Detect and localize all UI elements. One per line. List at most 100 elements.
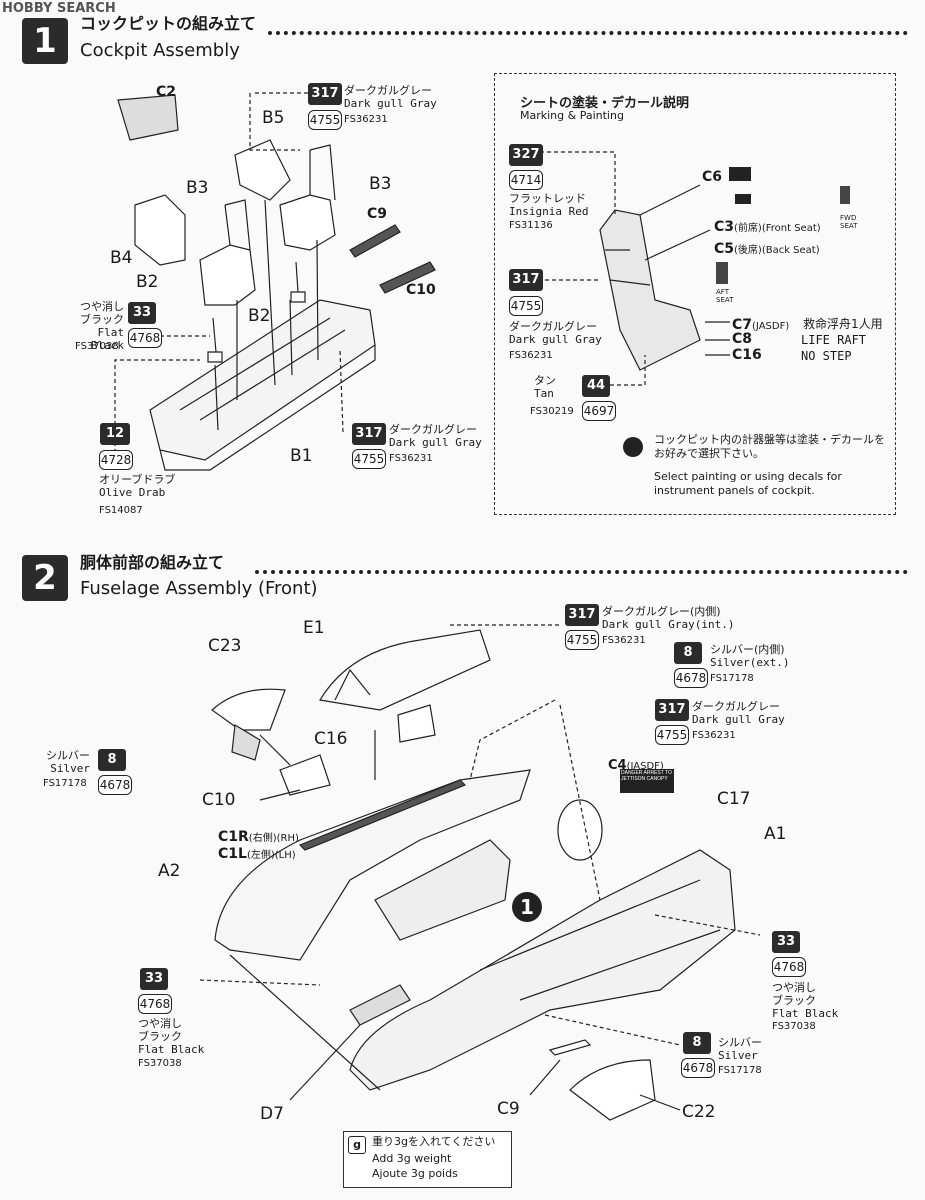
canopy-e1 (319, 629, 491, 711)
decal-fwd-text: FWD SEAT (840, 214, 858, 230)
fs-number: FS17178 (710, 673, 754, 684)
rail-c1 (298, 779, 467, 851)
stick-b2-left (207, 317, 223, 363)
color-code-badge: 8 (98, 749, 126, 771)
paint-number: 4697 (582, 401, 616, 421)
color-code-badge: 317 (509, 269, 543, 291)
label-c2: C2 (156, 84, 177, 100)
paint-number: 4755 (509, 296, 543, 316)
color-code-badge: 33 (772, 931, 800, 953)
paint-number: 4768 (138, 994, 172, 1014)
panel-c10 (379, 261, 436, 294)
step-number-2: 2 (22, 555, 68, 601)
decal-swatch (735, 194, 751, 204)
fs-number: FS36231 (344, 114, 388, 125)
step-1-title-en: Cockpit Assembly (80, 40, 240, 61)
fs-number: FS37038 (772, 1021, 816, 1032)
decal-aft-text: AFT SEAT (716, 288, 734, 304)
cockpit-note-jp: コックピット内の計器盤等は塗装・デカールを お好みで選択下さい。 (654, 433, 885, 460)
color-code-badge: 317 (352, 423, 386, 445)
decal-label-c16: C16 (732, 347, 762, 363)
color-code-badge: 317 (565, 604, 599, 626)
fs-number: FS37038 (138, 1058, 182, 1069)
label-b3-left: B3 (186, 178, 209, 198)
weight-note (343, 1131, 512, 1188)
decal-c4-canopy: DANGER ARREST TO JETTISON CANOPY (620, 769, 674, 793)
cockpit-note-en: Select painting or using decals for inst… (654, 470, 842, 497)
instrument-panel-c2 (117, 94, 179, 141)
part-c16-step2 (397, 704, 436, 743)
decal-swatch (729, 167, 751, 181)
color-code-badge: 8 (683, 1032, 711, 1054)
panel-c23 (211, 688, 286, 731)
marking-painting-panel (494, 73, 896, 515)
label-c1r: C1R(右側)(RH) (218, 829, 299, 845)
marking-title-en: Marking & Painting (520, 109, 624, 122)
color-code-badge: 33 (128, 302, 156, 324)
fs-number: FS36231 (602, 635, 646, 646)
fs-number: FS37038 (75, 341, 119, 352)
weight-note-jp: 重り3gを入れてください (372, 1135, 496, 1148)
color-code-badge: 44 (582, 375, 610, 397)
label-c9: C9 (367, 206, 388, 222)
paint-number: 4755 (352, 449, 386, 469)
label-b5: B5 (262, 108, 285, 128)
fuselage-a2 (214, 769, 531, 961)
decal-text-c16: NO STEP (801, 349, 852, 363)
label-c23: C23 (208, 636, 242, 656)
label-c10: C10 (202, 790, 236, 810)
panel-c17 (557, 799, 603, 861)
fs-number: FS17178 (43, 778, 87, 789)
header-rule (268, 31, 908, 35)
decal-label-c8: C8 (732, 331, 753, 347)
panel-c9 (349, 224, 401, 258)
paint-number: 4755 (308, 110, 342, 130)
fs-number: FS17178 (718, 1065, 762, 1076)
watermark-logo: HOBBY SEARCH (2, 1, 116, 16)
fs-number: FS31136 (509, 220, 553, 231)
paint-number: 4768 (128, 328, 162, 348)
label-c10: C10 (406, 282, 436, 298)
label-d7: D7 (260, 1104, 284, 1124)
paint-number: 4755 (655, 725, 689, 745)
weight-note-en: Add 3g weight (372, 1152, 452, 1165)
fs-number: FS36231 (389, 453, 433, 464)
paint-number: 4768 (772, 957, 806, 977)
label-b2-left: B2 (136, 272, 159, 292)
paint-number: 4678 (681, 1058, 715, 1078)
fs-number: FS36231 (509, 350, 553, 361)
paint-number: 4755 (565, 630, 599, 650)
cockpit-subassembly (374, 839, 511, 941)
label-b4: B4 (110, 248, 133, 268)
color-code-badge: 317 (308, 83, 342, 105)
label-c22: C22 (682, 1102, 716, 1122)
decal-swatch (840, 186, 850, 204)
fuselage-a1 (349, 849, 736, 1091)
part-d7 (349, 984, 411, 1026)
panel-c9-step2 (548, 1039, 592, 1056)
label-b2-right: B2 (248, 306, 271, 326)
panel-b4 (134, 194, 186, 266)
label-c1l: C1L(左側)(LH) (218, 846, 296, 862)
step-reference-1: 1 (512, 892, 542, 922)
color-code-badge: 12 (100, 423, 130, 445)
color-code-badge: 33 (140, 968, 168, 990)
color-code-badge: 8 (674, 642, 702, 664)
paint-number: 4728 (99, 450, 133, 470)
bracket-b5 (234, 139, 291, 201)
label-a1: A1 (764, 824, 787, 844)
decal-label-c6: C6 (702, 169, 723, 185)
decal-label-c5: C5(後席)(Back Seat) (714, 241, 820, 257)
paint-number: 4678 (98, 775, 132, 795)
label-c16: C16 (314, 729, 348, 749)
